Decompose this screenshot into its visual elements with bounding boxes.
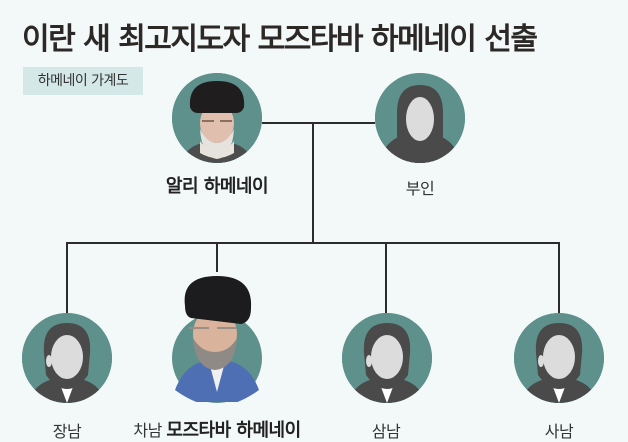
first-son-label: 장남 (52, 422, 82, 441)
fourth-son-avatar (514, 313, 604, 403)
male-silhouette-icon (514, 313, 604, 403)
mojtaba-khamenei-photo (175, 276, 259, 402)
cleric-portrait-icon (172, 73, 262, 163)
male-silhouette-icon (22, 313, 112, 403)
wife-label: 부인 (405, 179, 435, 198)
page-title: 이란 새 최고지도자 모즈타바 하메네이 선출 (22, 22, 538, 57)
marriage-line (262, 122, 375, 124)
mojtaba-khamenei-name: 모즈타바 하메네이 (166, 420, 301, 441)
fourth-son-label: 사남 (544, 422, 574, 441)
child-drop-3 (385, 242, 387, 314)
second-son-prefix: 차남 (133, 421, 162, 440)
child-drop-4 (558, 242, 560, 314)
male-silhouette-icon (342, 313, 432, 403)
female-silhouette-icon (375, 73, 465, 163)
child-drop-2 (216, 242, 218, 272)
ali-khamenei-label: 알리 하메네이 (165, 176, 269, 197)
family-tree-badge: 하메네이 가계도 (23, 67, 143, 95)
children-bar (66, 242, 560, 244)
ali-khamenei-photo (172, 73, 262, 163)
child-drop-1 (66, 242, 68, 314)
second-son-label: 차남 모즈타바 하메네이 (133, 416, 301, 442)
descent-line (312, 122, 314, 244)
third-son-avatar (342, 313, 432, 403)
third-son-label: 삼남 (371, 422, 401, 441)
wife-avatar (375, 73, 465, 163)
first-son-avatar (22, 313, 112, 403)
